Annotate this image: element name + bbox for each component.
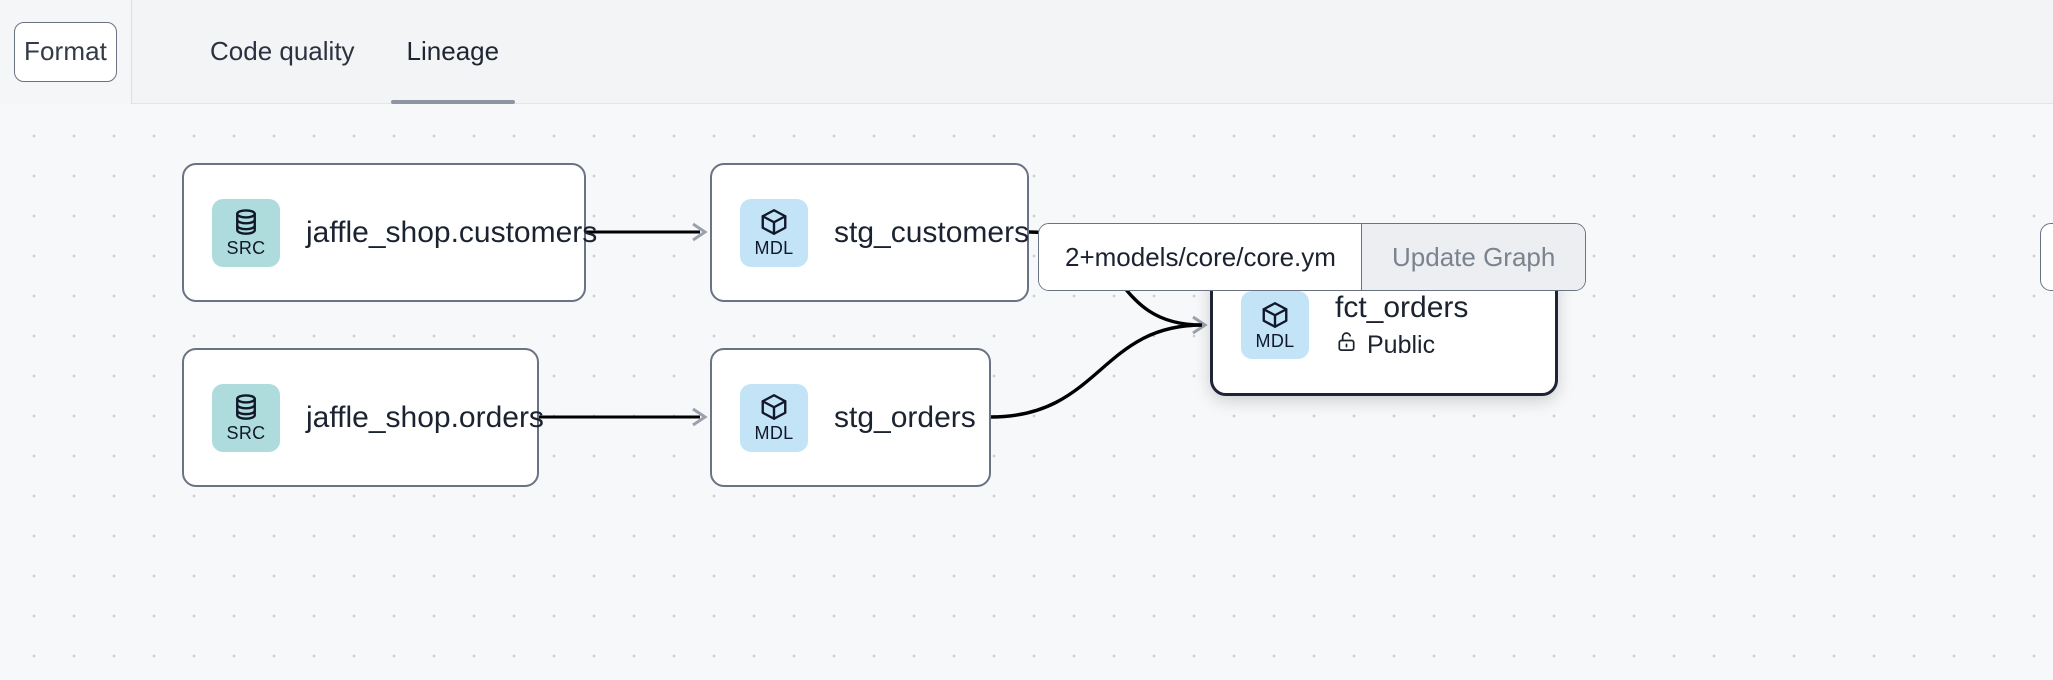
node-title: stg_customers xyxy=(834,215,1030,249)
node-badge-src: SRC xyxy=(212,383,280,452)
tab-bar: Code quality Lineage xyxy=(132,0,525,104)
node-title: jaffle_shop.orders xyxy=(306,400,544,434)
update-graph-button[interactable]: Update Graph xyxy=(1361,224,1586,290)
format-button[interactable]: Format xyxy=(14,21,117,82)
tab-code-quality[interactable]: Code quality xyxy=(184,0,381,104)
node-body: jaffle_shop.orders xyxy=(306,399,544,437)
graph-selector-control: Update Graph xyxy=(1038,223,1587,291)
tab-code-quality-label: Code quality xyxy=(210,36,355,66)
toolbar-left-group: Format xyxy=(0,0,132,104)
edge-orders-to-stg-orders xyxy=(539,407,708,427)
node-badge-label: MDL xyxy=(754,423,794,443)
tab-lineage[interactable]: Lineage xyxy=(381,0,526,104)
edge-customers-to-stg-customers xyxy=(586,222,708,242)
cube-icon xyxy=(759,207,789,237)
node-body: fct_orders Public xyxy=(1335,289,1468,361)
graph-selector-input[interactable] xyxy=(1039,224,1361,290)
node-badge-mdl: MDL xyxy=(740,383,808,452)
node-body: jaffle_shop.customers xyxy=(306,214,597,252)
node-badge-src: SRC xyxy=(212,198,280,267)
unlock-icon xyxy=(1335,329,1358,361)
node-title: stg_orders xyxy=(834,400,976,434)
tab-lineage-label: Lineage xyxy=(406,36,500,66)
node-badge-label: MDL xyxy=(1255,330,1295,351)
node-badge-mdl: MDL xyxy=(1241,291,1309,359)
lineage-node-stg-customers[interactable]: MDL stg_customers xyxy=(710,163,1029,302)
node-access: Public xyxy=(1335,329,1468,361)
lineage-node-jaffle-shop-customers[interactable]: SRC jaffle_shop.customers xyxy=(182,163,597,302)
edge-stg-orders-to-fct-orders xyxy=(990,323,1203,419)
node-body: stg_customers xyxy=(834,214,1029,252)
lineage-canvas[interactable]: SRC jaffle_shop.customers MDL stg_custo xyxy=(0,104,2053,680)
node-badge-mdl: MDL xyxy=(740,198,808,267)
node-title: fct_orders xyxy=(1335,291,1469,324)
node-body: stg_orders xyxy=(834,399,976,437)
node-badge-label: SRC xyxy=(226,238,266,258)
node-badge-label: SRC xyxy=(226,423,266,443)
cube-icon xyxy=(759,392,789,422)
database-icon xyxy=(231,392,261,422)
editor-toolbar: Format Code quality Lineage xyxy=(0,0,2053,104)
lineage-node-stg-orders[interactable]: MDL stg_orders xyxy=(710,348,991,487)
database-icon xyxy=(231,207,261,237)
node-title: jaffle_shop.customers xyxy=(306,215,598,249)
node-access-label: Public xyxy=(1367,331,1436,359)
node-badge-label: MDL xyxy=(754,238,794,258)
cube-icon xyxy=(1260,300,1290,330)
lineage-node-jaffle-shop-orders[interactable]: SRC jaffle_shop.orders xyxy=(182,348,544,487)
side-panel-edge-control[interactable] xyxy=(2040,223,2053,291)
